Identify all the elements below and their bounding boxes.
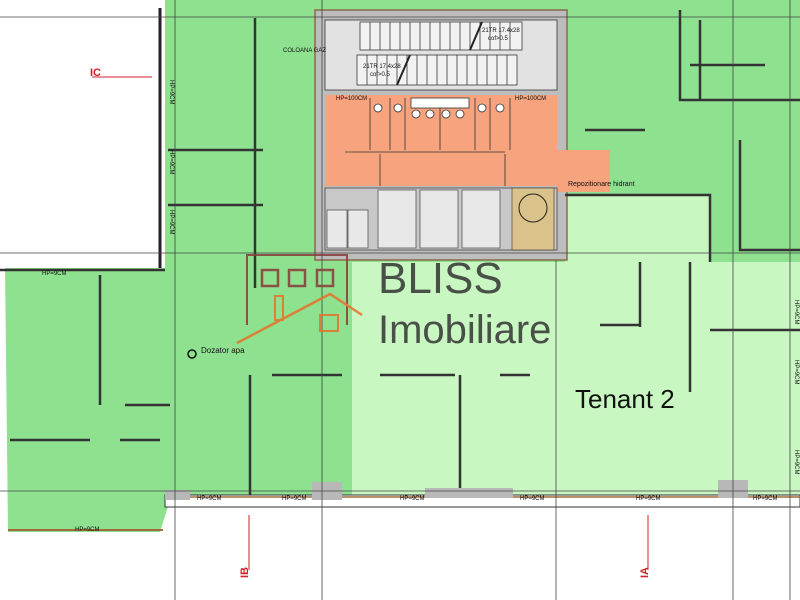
elevators: [326, 189, 501, 249]
hp-label: HP=9CM: [753, 496, 778, 502]
walls: [0, 10, 800, 495]
hp-label: HP=100CM: [336, 96, 367, 102]
hp-label: HP=9CM: [793, 450, 799, 475]
dozator-icon: [187, 349, 197, 359]
hp-label: HP=9CM: [793, 300, 799, 325]
stair-note: cof>0.5: [370, 72, 391, 78]
hp-label: HP=9CM: [636, 496, 661, 502]
facade: [8, 8, 800, 531]
axis-ia-label: IA: [639, 567, 651, 578]
tenant-label: Tenant 2: [575, 384, 675, 414]
hp-label: HP=100CM: [515, 96, 546, 102]
stair-note: cof>0.5: [488, 36, 509, 42]
axis-ib-label: IB: [239, 567, 251, 578]
hidrant-label: Repozitionare hidrant: [568, 181, 635, 188]
hp-label: HP=9CM: [520, 496, 545, 502]
hp-label: HP=9CM: [168, 80, 174, 105]
dozator-label: Dozator apa: [201, 346, 245, 355]
axis-markers: IC IB IA: [90, 67, 651, 578]
staircase: [356, 21, 523, 86]
hp-label: HP=9CM: [793, 360, 799, 385]
hp-labels: HP=9CM HP=9CM HP=9CM HP=9CM HP=9CM HP=9C…: [42, 80, 799, 533]
sanitary-zone: [325, 95, 610, 192]
evac-chair-icon: [511, 187, 555, 251]
hp-label: HP=9CM: [168, 210, 174, 235]
building-core: 21TR 17.4x28 cof>0.5 21TR 17.4x28 cof>0.…: [314, 9, 610, 261]
bliss-logo: BLISS Imobiliare: [236, 254, 551, 352]
stair-note: 21TR 17.4x28: [482, 28, 520, 34]
tenant-2-zone: [352, 195, 800, 495]
toilet-partitions: [345, 97, 511, 186]
coloana-gaz-label: COLOANA GAZ: [283, 48, 326, 54]
hp-label: HP=9CM: [168, 150, 174, 175]
hp-label: HP=9CM: [400, 496, 425, 502]
hp-label: HP=9CM: [282, 496, 307, 502]
axis-ic-label: IC: [90, 67, 101, 79]
stair-note: 21TR 17.4x28: [363, 64, 401, 70]
hp-label: HP=9CM: [75, 527, 100, 533]
logo-line1: BLISS: [378, 254, 503, 303]
hp-label: HP=9CM: [197, 496, 222, 502]
hp-label: HP=9CM: [42, 271, 67, 277]
logo-line2: Imobiliare: [378, 308, 551, 352]
